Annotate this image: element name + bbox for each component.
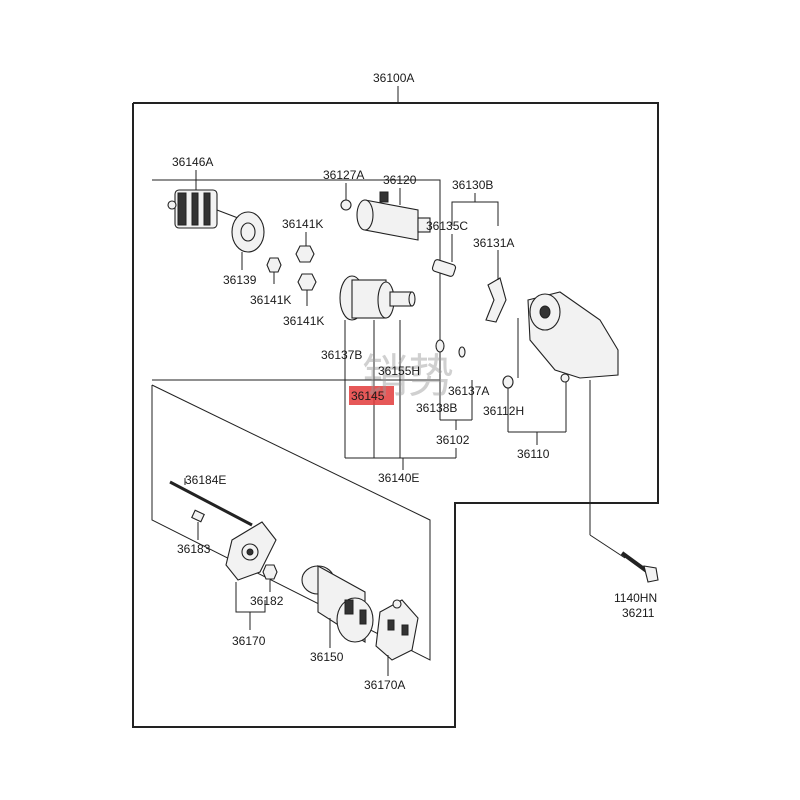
label-36135C: 36135C [426,219,468,233]
label-36170: 36170 [232,634,266,648]
label-36211: 36211 [622,606,655,620]
drive-lever-part [485,277,507,323]
label-36127A: 36127A [323,168,364,182]
label-36131A: 36131A [473,236,514,250]
label-36150: 36150 [310,650,344,664]
assembly-frame [132,102,659,728]
plunger-part [431,259,457,277]
label-36137A: 36137A [448,384,489,398]
nut-part-3 [297,273,317,291]
label-36130B: 36130B [452,178,493,192]
label-36141K-2: 36141K [250,293,291,307]
label-36102: 36102 [436,433,470,447]
bushing-36112H [502,375,514,389]
label-1140HN: 1140HN [614,591,657,605]
screw-36127A [340,199,352,211]
label-36139: 36139 [223,273,257,287]
watermark-text: 销势 [362,349,454,403]
brush-holder-part [375,599,419,661]
nut-36182 [262,564,278,580]
label-36138B: 36138B [416,401,457,415]
label-36120: 36120 [383,173,417,187]
label-36183: 36183 [177,542,211,556]
label-36141K-3: 36141K [283,314,324,328]
yoke-part [301,565,374,644]
armature-part [167,189,239,229]
label-36112H: 36112H [483,404,524,418]
label-36137B: 36137B [321,348,362,362]
nut-part-1 [295,245,315,263]
nut-part-2 [266,257,282,273]
label-36155H: 36155H [378,364,420,378]
bolt-part [620,551,659,583]
label-36100A: 36100A [373,71,414,85]
solenoid-part [356,191,431,241]
label-36170A: 36170A [364,678,405,692]
label-36110: 36110 [517,447,550,461]
label-36182: 36182 [250,594,284,608]
ring-36137A [458,346,466,358]
lower-group-outline [151,384,431,661]
drive-clutch-part [339,275,416,321]
label-36140E: 36140E [378,471,419,485]
front-housing-part [527,291,619,383]
label-36184E: 36184E [185,473,226,487]
highlight-36145 [349,386,394,405]
label-36141K-1: 36141K [282,217,323,231]
end-plate-part [231,211,265,253]
rear-cover-part [225,521,277,581]
through-bolt-part [169,480,253,527]
label-36146A: 36146A [172,155,213,169]
inner-group-outline [152,179,441,381]
label-36145: 36145 [351,389,385,403]
screw-part [191,509,205,523]
